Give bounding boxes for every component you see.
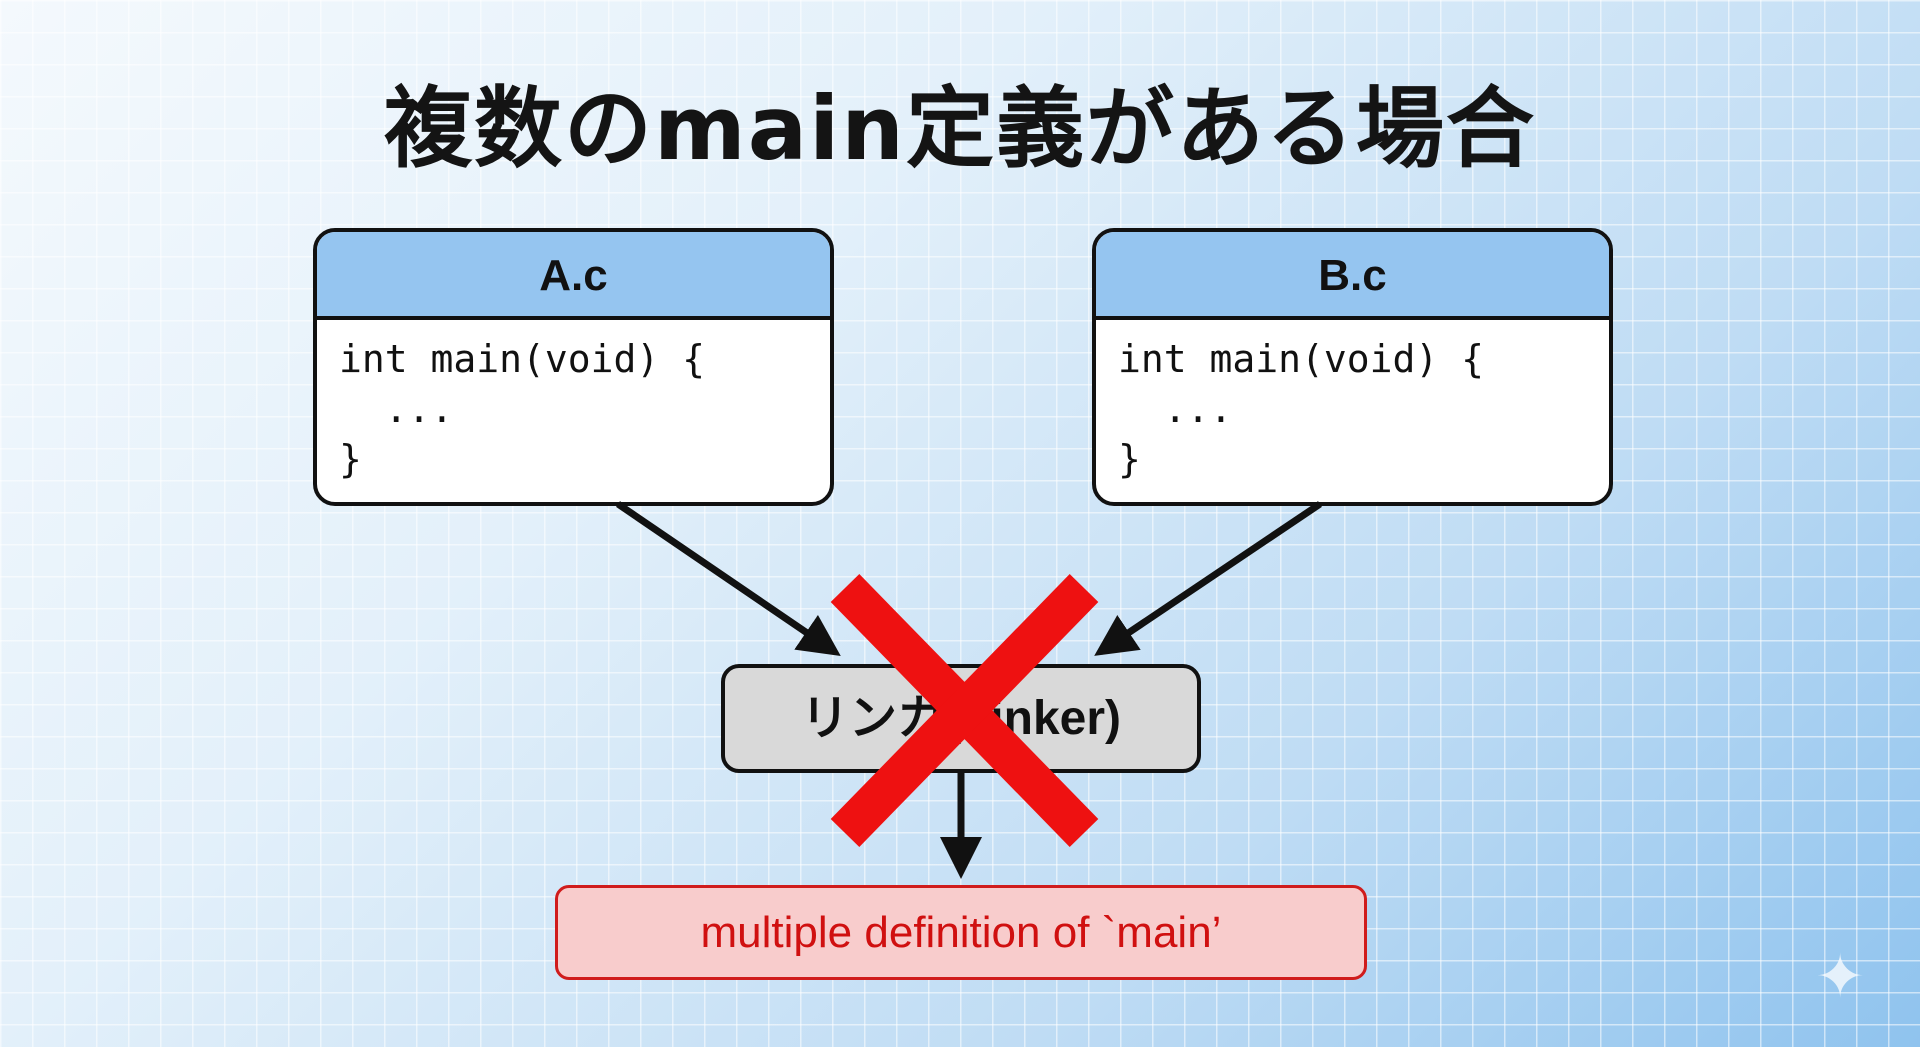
arrow-a-to-linker xyxy=(616,501,841,656)
file-name: B.c xyxy=(1096,232,1609,320)
error-message-box: multiple definition of `main’ xyxy=(555,885,1367,980)
file-name: A.c xyxy=(317,232,830,320)
linker-box: リンカ(Linker) xyxy=(721,664,1201,773)
code-block: int main(void) { ... } xyxy=(339,337,706,481)
code-block: int main(void) { ... } xyxy=(1118,337,1485,481)
file-box-b: B.c int main(void) { ... } xyxy=(1092,228,1613,506)
file-box-a: A.c int main(void) { ... } xyxy=(313,228,834,506)
page-title: 複数のmain定義がある場合 xyxy=(384,77,1536,180)
arrow-b-to-linker xyxy=(1094,501,1322,656)
sparkle-icon: ✦ xyxy=(1815,943,1866,1010)
